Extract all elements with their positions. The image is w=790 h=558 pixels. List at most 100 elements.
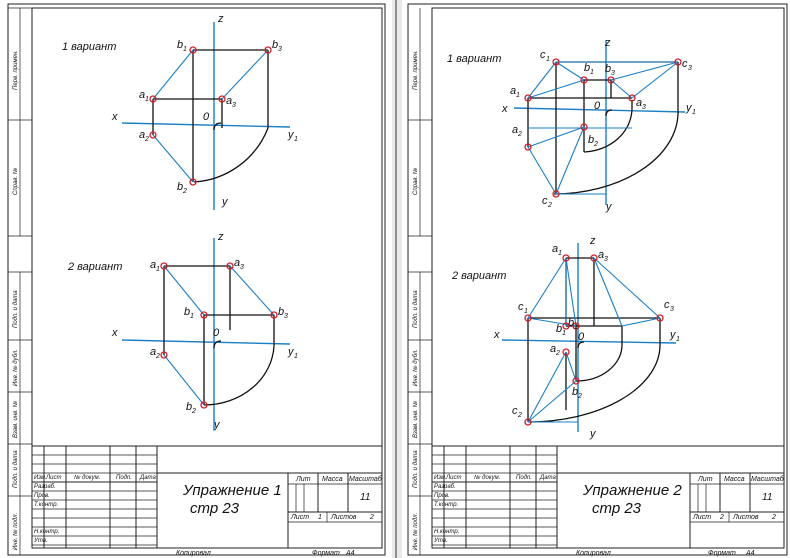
axis-y-s2-2: y bbox=[589, 428, 597, 440]
point-sub-s1v1-b2: 2 bbox=[182, 188, 187, 195]
point-label-s1v1-b1: b bbox=[177, 39, 183, 51]
point-label-s2v2-c2: c bbox=[512, 405, 518, 417]
variant-1-label-s2: 1 вариант bbox=[447, 53, 501, 65]
point-label-s2v1-c1: c bbox=[540, 49, 546, 61]
point-s2v2-a1 bbox=[562, 254, 570, 262]
sheet-value-s2: 2 bbox=[719, 514, 724, 521]
point-label-s1v1-a2: a bbox=[139, 129, 145, 141]
side-label-2-s2: Подп. и дата bbox=[413, 290, 419, 328]
point-s1v2-b2 bbox=[200, 401, 208, 409]
point-sub-s2v1-c2: 2 bbox=[547, 202, 552, 209]
point-sub-s1v1-b3: 3 bbox=[278, 46, 282, 53]
point-label-s1v1-b3: b bbox=[272, 39, 278, 51]
format-label-s2: Формат bbox=[708, 550, 736, 557]
point-s1v1-b3 bbox=[264, 46, 272, 54]
s2v2-construction: z x y y 1 0 bbox=[493, 235, 680, 440]
point-s2v1-c2 bbox=[552, 190, 560, 198]
format-label: Формат bbox=[312, 550, 340, 557]
mass-label: Масса bbox=[322, 476, 343, 483]
point-label-s2v1-a3: a bbox=[636, 97, 642, 109]
point-label-s1v2-a2: a bbox=[150, 346, 156, 358]
point-s1v1-b2 bbox=[189, 178, 197, 186]
sheet-2-frame bbox=[431, 7, 785, 549]
point-s2v1-c1 bbox=[552, 58, 560, 66]
sheets-value: 2 bbox=[369, 514, 374, 521]
point-s2v2-c1 bbox=[524, 314, 532, 322]
point-label-s2v1-c2: c bbox=[542, 195, 548, 207]
point-label-s2v2-b2: b bbox=[572, 386, 578, 398]
point-sub-s2v1-a3: 3 bbox=[642, 104, 646, 111]
point-s1v1-a1 bbox=[149, 95, 157, 103]
axis-y1-sub-2: 1 bbox=[294, 353, 298, 360]
point-label-s1v2-b2: b bbox=[186, 401, 192, 413]
point-sub-s2v2-c3: 3 bbox=[670, 306, 674, 313]
axis-z: z bbox=[217, 13, 224, 25]
point-sub-s2v2-b1: 1 bbox=[574, 324, 578, 331]
axis-y1-sub: 1 bbox=[294, 136, 298, 143]
tb-col-4: Дата bbox=[139, 475, 156, 481]
tb-row-2-s2: Т.контр. bbox=[434, 502, 458, 508]
scale-value-s2: 11 bbox=[762, 492, 772, 503]
point-s1v2-b3 bbox=[270, 311, 278, 319]
point-sub-s2v1-a1: 1 bbox=[516, 92, 520, 99]
axis-y1-sub-s2: 1 bbox=[692, 109, 696, 116]
point-sub-s2v1-c1: 1 bbox=[546, 56, 550, 63]
point-s2v1-a1 bbox=[524, 94, 532, 102]
axis-y1-s2-2: y bbox=[669, 329, 677, 341]
point-sub-s2v1-b3: 3 bbox=[611, 70, 615, 77]
tb-col-1-s2: Лист bbox=[445, 475, 461, 481]
point-s2v2-b2 bbox=[572, 377, 580, 385]
format-value-s2: А4 bbox=[745, 550, 755, 557]
point-label-s2v2-a1: a bbox=[552, 243, 558, 255]
point-label-s1v1-a1: a bbox=[139, 89, 145, 101]
point-sub-s2v2-a2: 2 bbox=[555, 350, 560, 357]
point-label-s1v2-b3: b bbox=[278, 306, 284, 318]
point-label-s1v2-a1: a bbox=[150, 259, 156, 271]
sheet-1: Перв. примен. Справ. № Подп. и дата Инв.… bbox=[7, 3, 386, 557]
copied-label: Копировал bbox=[176, 550, 211, 557]
point-label-s2v2-a3: a bbox=[598, 249, 604, 261]
point-sub-s2v1-b1: 1 bbox=[590, 69, 594, 76]
tb-row-1: Пров. bbox=[34, 493, 50, 499]
point-sub-s2v2-c1: 1 bbox=[524, 308, 528, 315]
side-label-0-s2: Перв. примен. bbox=[413, 50, 419, 90]
axis-x-s2: x bbox=[501, 103, 508, 115]
side-label-4-s2: Взам. инв. № bbox=[412, 400, 419, 438]
tb-col-0-s2: Изм. bbox=[434, 475, 447, 481]
scale-value: 11 bbox=[360, 492, 370, 503]
sheet-2-border bbox=[407, 3, 788, 556]
point-s2v1-b2 bbox=[580, 123, 588, 131]
axis-y1-2: y bbox=[287, 346, 295, 358]
scale-label: Масштаб bbox=[349, 475, 383, 483]
point-s1v2-a2 bbox=[160, 351, 168, 359]
side-label-4: Взам. инв. № bbox=[12, 400, 19, 438]
side-label-1-s2: Справ. № bbox=[412, 167, 419, 195]
view-separator bbox=[392, 0, 402, 558]
side-label-6: Инв. № подл. bbox=[12, 513, 19, 550]
tb-col-3: Подп. bbox=[116, 475, 132, 481]
point-s1v2-b1 bbox=[200, 311, 208, 319]
sheet-2-side-strip: Перв. примен. Справ. № Подп. и дата Инв.… bbox=[408, 8, 432, 555]
point-s2v1-a3 bbox=[628, 94, 636, 102]
axis-x: x bbox=[111, 111, 118, 123]
tb-col-0: Изм. bbox=[34, 475, 47, 481]
axis-x-2: x bbox=[111, 327, 118, 339]
axis-z-s2: z bbox=[604, 37, 611, 49]
point-s2v1-b3 bbox=[607, 76, 615, 84]
point-label-s2v2-c1: c bbox=[518, 301, 524, 313]
point-sub-s2v2-a1: 1 bbox=[558, 250, 562, 257]
exercise-page: стр 23 bbox=[190, 500, 240, 517]
point-s2v2-c3 bbox=[656, 314, 664, 322]
point-sub-s1v2-b1: 1 bbox=[190, 313, 194, 320]
point-sub-s2v1-a2: 2 bbox=[517, 131, 522, 138]
sheet-label: Лист bbox=[290, 514, 309, 521]
point-label-s2v2-a2: a bbox=[550, 343, 556, 355]
lit-label: Лит bbox=[295, 476, 311, 483]
side-label-2: Подп. и дата bbox=[13, 290, 19, 328]
s1v1-construction: z x y y 1 0 bbox=[111, 13, 298, 210]
point-s1v1-a2 bbox=[149, 131, 157, 139]
exercise-title: Упражнение 1 bbox=[182, 482, 282, 499]
copied-label-s2: Копировал bbox=[576, 550, 611, 557]
variant-1-label: 1 вариант bbox=[62, 41, 116, 53]
